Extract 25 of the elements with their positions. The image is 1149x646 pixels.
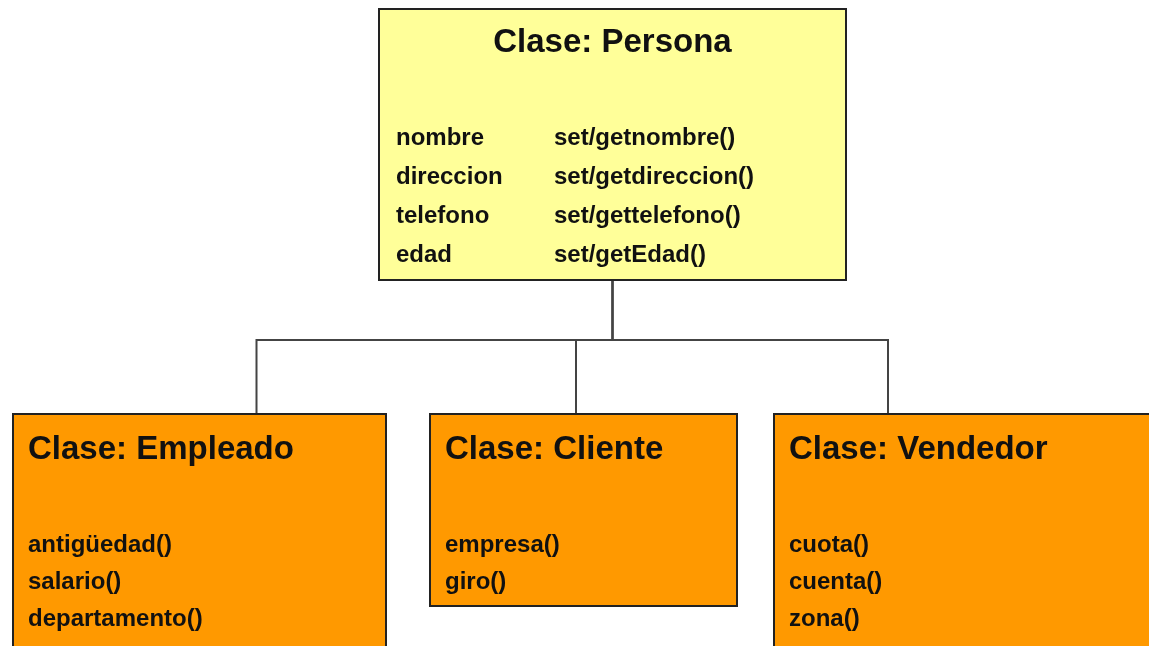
class-box [378,8,847,281]
connector-line [611,280,889,414]
method-name: salario() [28,567,122,595]
class-title: Clase: Cliente [445,429,664,467]
attribute-name: edad [396,240,452,268]
method-name: zona() [789,604,860,632]
class-box [773,413,1149,646]
class-title: Clase: Empleado [28,429,294,467]
class-box [429,413,738,607]
attribute-name: nombre [396,123,484,151]
method-name: empresa() [445,530,560,558]
class-box [12,413,387,646]
method-name: cuota() [789,530,869,558]
method-name: departamento() [28,604,203,632]
method-name: antigüedad() [28,530,172,558]
method-name: set/getdireccion() [554,162,755,190]
method-name: set/getEdad() [554,240,706,268]
method-name: cuenta() [789,567,883,595]
method-name: giro() [445,567,507,595]
class-title: Clase: Persona [492,22,733,60]
attribute-name: direccion [396,162,503,190]
class-title: Clase: Vendedor [789,429,1048,467]
method-name: set/gettelefono() [554,201,741,229]
attribute-name: telefono [396,201,490,229]
method-name: set/getnombre() [554,123,736,151]
